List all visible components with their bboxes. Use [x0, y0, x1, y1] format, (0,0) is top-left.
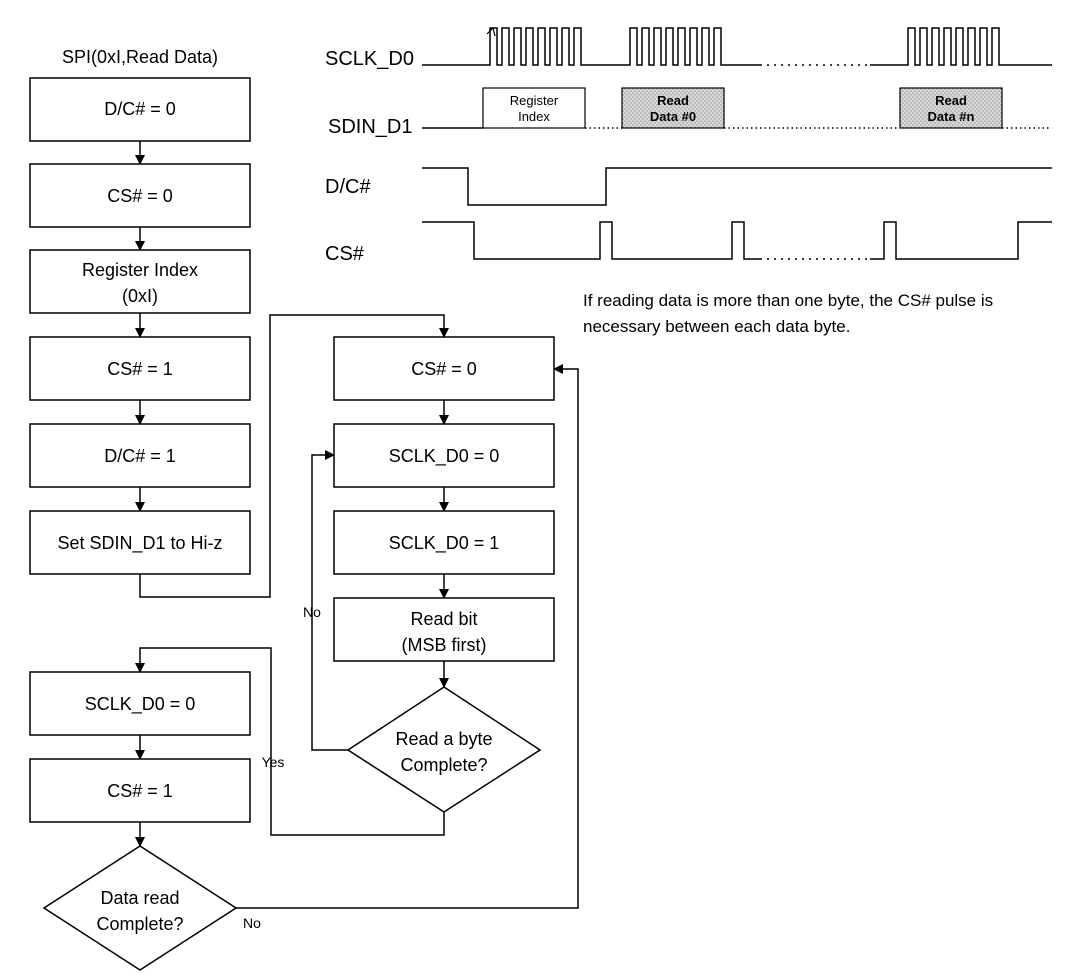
- sdin-data0-line1: Read: [657, 93, 689, 108]
- connector-byte-no: [311, 450, 348, 751]
- decision-data-line1: Data read: [100, 888, 179, 908]
- signal-sclk-label: SCLK_D0: [325, 48, 414, 70]
- step-read-bit: Read bit (MSB first): [333, 597, 555, 662]
- step-dc0: D/C# = 0: [29, 77, 251, 142]
- decision-byte-line1: Read a byte: [395, 729, 492, 749]
- step-register-index: Register Index (0xI): [29, 249, 251, 314]
- step-loop-sclk0-label: SCLK_D0 = 0: [389, 446, 500, 467]
- step-loop-cs0-label: CS# = 0: [411, 359, 477, 379]
- note-line1: If reading data is more than one byte, t…: [583, 291, 993, 310]
- decision-byte-line2: Complete?: [400, 755, 487, 775]
- sdin-register-index-box: Register Index: [482, 87, 586, 129]
- sdin-datan-line2: Data #n: [928, 109, 975, 124]
- step-end-cs1-label: CS# = 1: [107, 781, 173, 801]
- decision-data-complete: Data read Complete?: [42, 845, 238, 971]
- dc-waveform: [422, 167, 1052, 206]
- step-end-sclk0-label: SCLK_D0 = 0: [85, 694, 196, 715]
- signal-dc-label: D/C#: [325, 176, 371, 198]
- step-dc1: D/C# = 1: [29, 423, 251, 488]
- sclk-rising-edge-arrow: [486, 26, 496, 37]
- connector-byte-yes: [135, 647, 445, 836]
- label-byte-no: No: [303, 604, 321, 620]
- label-data-no: No: [243, 915, 261, 931]
- sdin-data0-line2: Data #0: [650, 109, 696, 124]
- step-end-sclk0: SCLK_D0 = 0: [29, 671, 251, 736]
- step-register-index-line1: Register Index: [82, 260, 198, 280]
- cs-waveform: [422, 221, 1052, 260]
- step-cs0: CS# = 0: [29, 163, 251, 228]
- signal-sdin-label: SDIN_D1: [328, 116, 412, 138]
- signal-cs-label: CS#: [325, 243, 365, 265]
- sdin-read-data0-box: Read Data #0: [621, 87, 725, 129]
- step-loop-sclk1-label: SCLK_D0 = 1: [389, 533, 500, 554]
- sdin-reg-line2: Index: [518, 109, 550, 124]
- step-loop-cs0: CS# = 0: [333, 336, 555, 401]
- step-read-bit-line1: Read bit: [410, 609, 477, 629]
- step-read-bit-line2: (MSB first): [402, 635, 487, 655]
- step-loop-sclk0: SCLK_D0 = 0: [333, 423, 555, 488]
- decision-byte-complete: Read a byte Complete?: [346, 686, 542, 813]
- step-dc0-label: D/C# = 0: [104, 99, 176, 119]
- note-line2: necessary between each data byte.: [583, 317, 850, 336]
- connector-data-no: [236, 364, 579, 909]
- step-loop-sclk1: SCLK_D0 = 1: [333, 510, 555, 575]
- sdin-datan-line1: Read: [935, 93, 967, 108]
- sclk-waveform: [422, 27, 1052, 66]
- decision-data-line2: Complete?: [96, 914, 183, 934]
- step-set-hiz: Set SDIN_D1 to Hi-z: [29, 510, 251, 575]
- step-end-cs1: CS# = 1: [29, 758, 251, 823]
- step-cs1-label: CS# = 1: [107, 359, 173, 379]
- step-set-hiz-label: Set SDIN_D1 to Hi-z: [57, 533, 222, 554]
- step-dc1-label: D/C# = 1: [104, 446, 176, 466]
- flow-title: SPI(0xI,Read Data): [62, 47, 218, 67]
- step-register-index-line2: (0xI): [122, 286, 158, 306]
- step-cs1: CS# = 1: [29, 336, 251, 401]
- sdin-read-datan-box: Read Data #n: [899, 87, 1003, 129]
- sdin-reg-line1: Register: [510, 93, 559, 108]
- label-byte-yes: Yes: [262, 754, 285, 770]
- step-cs0-label: CS# = 0: [107, 186, 173, 206]
- connector-to-loop: [139, 314, 449, 598]
